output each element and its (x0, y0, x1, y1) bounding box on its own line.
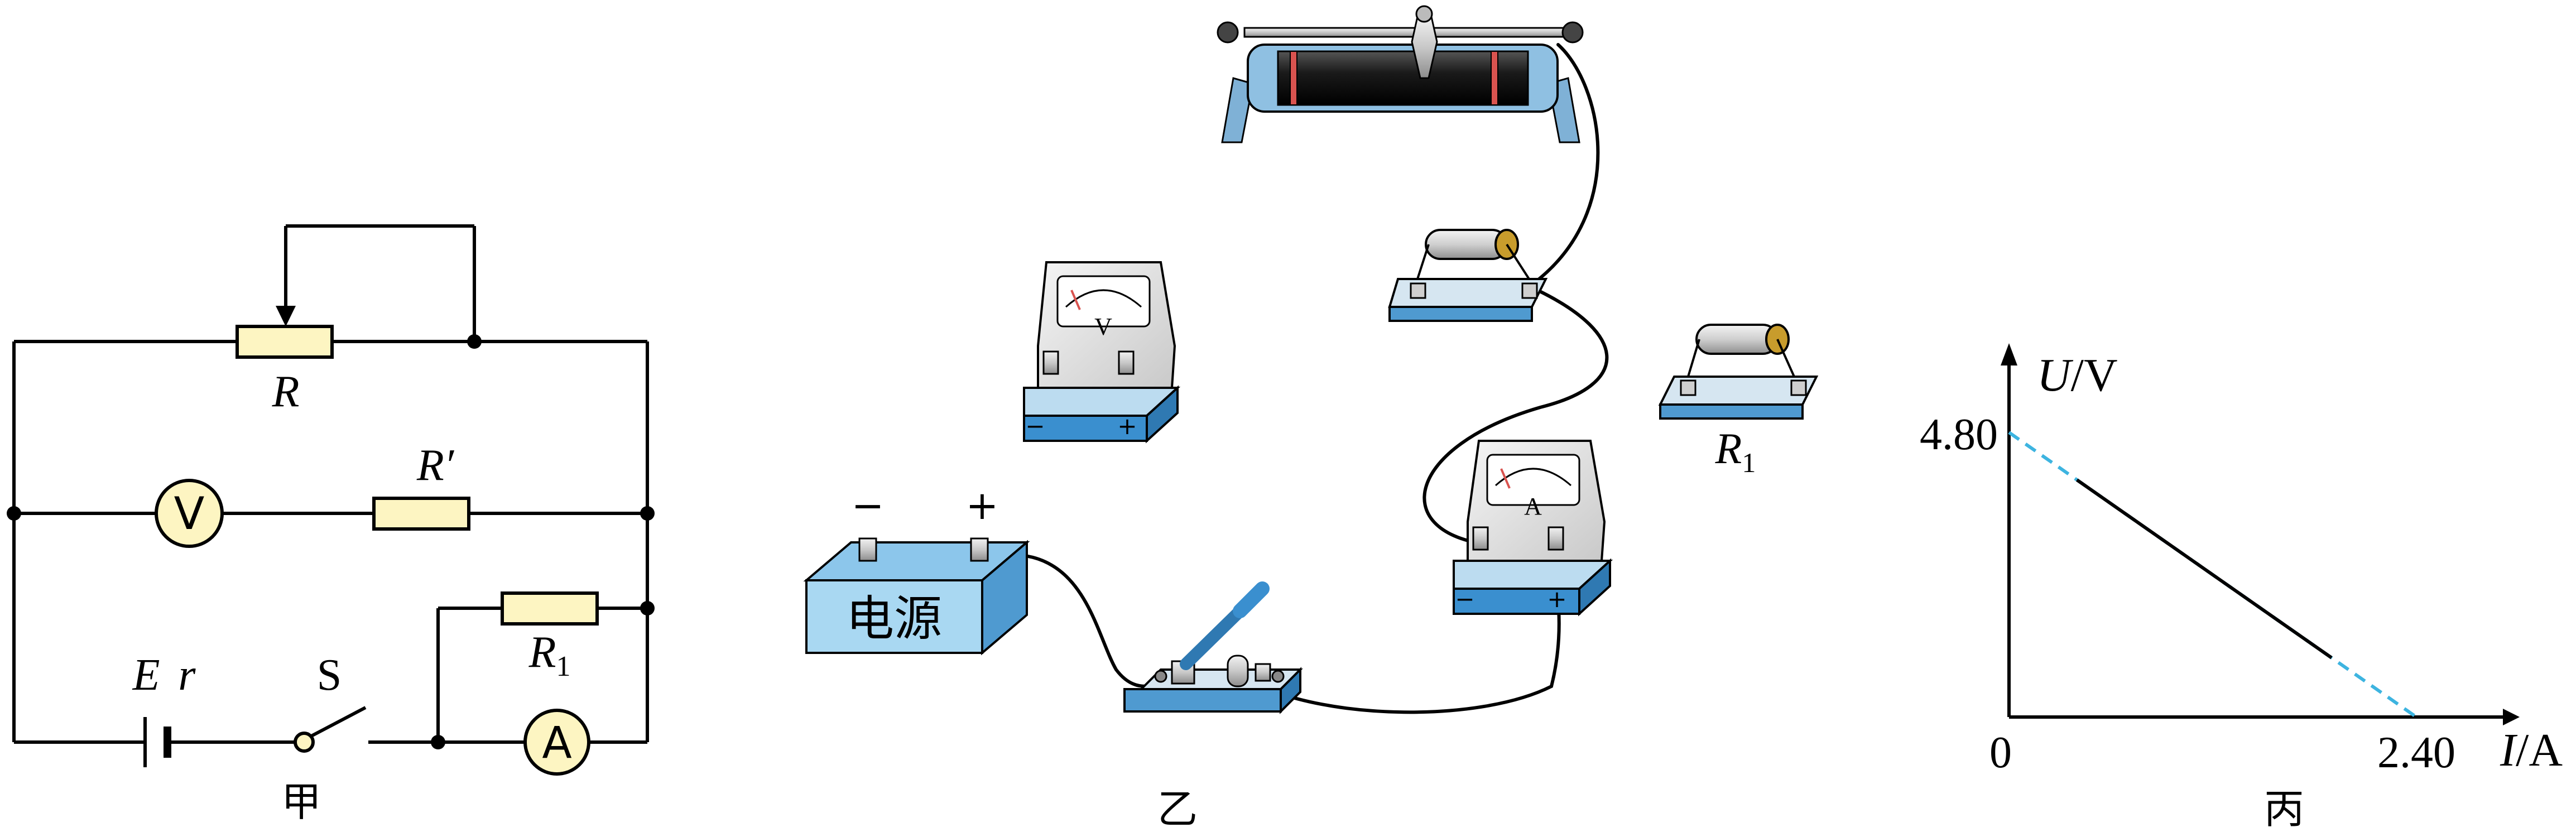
ammeter-symbol-label: A (542, 718, 571, 768)
ammeter-device-face-label: A (1524, 493, 1542, 520)
voltmeter-minus-terminal: − (1025, 412, 1045, 440)
ammeter-minus-terminal: − (1455, 585, 1474, 613)
label-E: E (132, 651, 160, 700)
ammeter-plus-terminal: + (1547, 585, 1566, 613)
voltmeter-symbol (155, 479, 224, 548)
origin-label: 0 (1989, 728, 2012, 777)
power-supply (803, 537, 1030, 656)
power-supply-label: 电源 (846, 591, 942, 647)
ammeter-symbol (523, 709, 590, 776)
x-axis-arrow (2503, 709, 2520, 725)
knife-switch (1123, 581, 1303, 714)
voltmeter-plus-terminal: + (1117, 412, 1137, 440)
label-R: R (272, 367, 300, 416)
switch-blade (309, 706, 367, 738)
power-supply-minus: − (852, 483, 885, 528)
junction-dots (7, 334, 655, 749)
y-intercept-label: 4.80 (1920, 410, 1998, 459)
x-axis-label: I/A (2500, 724, 2563, 776)
voltmeter-symbol-label: V (174, 488, 205, 540)
rheostat (1217, 5, 1584, 143)
ammeter-device (1453, 440, 1613, 617)
caption-yi: 乙 (1157, 786, 1198, 833)
power-supply-plus: + (966, 483, 999, 528)
caption-bing: 丙 (2264, 786, 2304, 833)
measured-solid-line (2075, 478, 2333, 660)
voltmeter-device-face-label: V (1094, 313, 1112, 340)
resistor-R (236, 325, 334, 359)
label-S: S (317, 651, 342, 700)
label-R-prime: R′ (416, 441, 455, 490)
x-intercept-label: 2.40 (2377, 728, 2455, 777)
y-axis-label: U/V (2037, 349, 2118, 401)
voltmeter-device (1023, 261, 1181, 444)
circuit-diagram (12, 224, 649, 744)
resistor-R-prime (372, 497, 470, 531)
caption-jia: 甲 (281, 778, 321, 825)
slider-arrowhead (276, 306, 296, 326)
label-R1: R1 (528, 628, 571, 682)
label-r: r (178, 651, 196, 700)
resistor-R1 (501, 591, 599, 626)
resistor-board-R1 (1658, 324, 1819, 420)
resistor-board-wired (1388, 229, 1548, 322)
label-R1-apparatus: R1 (1715, 424, 1756, 478)
y-axis-arrow (2001, 343, 2017, 365)
ui-graph (2001, 343, 2520, 725)
switch-pivot (294, 732, 315, 753)
